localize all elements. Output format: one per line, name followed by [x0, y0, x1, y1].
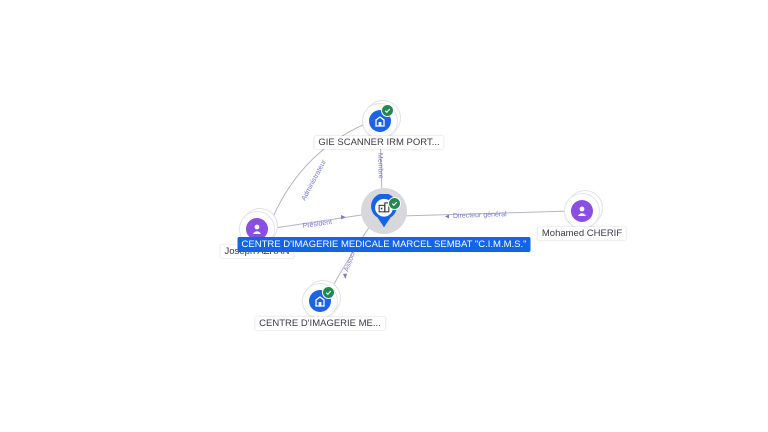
edge-directeur [399, 210, 573, 217]
edge-label-president: Président [302, 219, 332, 230]
person-disc [246, 218, 268, 240]
node-label-mohamed[interactable]: Mohamed CHERIF [537, 227, 627, 240]
verified-icon [388, 197, 401, 210]
edge-label-membre: Membre [376, 153, 384, 179]
edge-label-directeur: Directeur général [453, 211, 507, 220]
person-icon [252, 224, 262, 234]
arrow-directeur [445, 214, 449, 219]
building-icon [375, 116, 385, 127]
node-label-gie[interactable]: GIE SCANNER IRM PORT... [314, 136, 444, 149]
arrow-president [341, 215, 346, 220]
arrow-associe [343, 273, 347, 279]
person-icon [577, 206, 587, 216]
verified-icon [322, 286, 335, 299]
edge-administrateur [269, 120, 373, 225]
building-icon [315, 296, 325, 307]
node-label-center[interactable]: CENTRE D'IMAGERIE MEDICALE MARCEL SEMBAT… [237, 237, 531, 252]
verified-icon [381, 104, 394, 117]
node-label-centre2[interactable]: CENTRE D'IMAGERIE ME... [255, 317, 385, 330]
edge-label-administrateur: Administrateur [301, 158, 329, 202]
edge-president [267, 213, 369, 230]
person-disc [571, 200, 593, 222]
